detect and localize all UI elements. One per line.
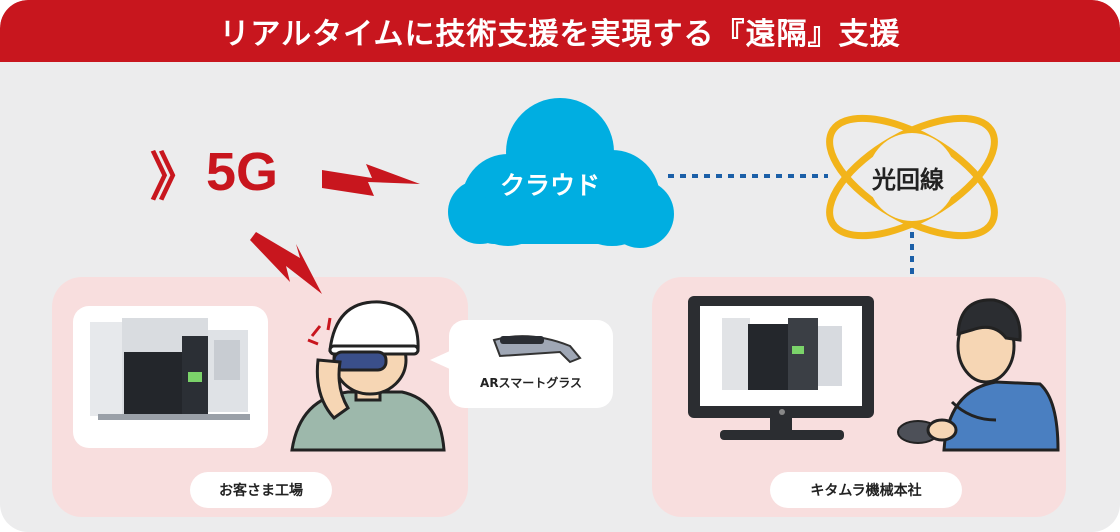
ar-glasses-icon bbox=[494, 336, 580, 362]
lightning-bolt-icon-diagonal bbox=[250, 232, 322, 294]
customer-site-label: お客さま工場 bbox=[190, 472, 332, 508]
monitor-illustration bbox=[688, 296, 874, 440]
worker-illustration bbox=[292, 302, 444, 450]
five-g-text: 5G bbox=[206, 141, 278, 203]
cloud-label: クラウド bbox=[480, 166, 620, 202]
ar-glasses-label: ARスマートグラス bbox=[449, 374, 613, 391]
office-worker-illustration bbox=[898, 300, 1058, 450]
five-g-label: 》 5G bbox=[150, 137, 278, 207]
five-g-chevron-icon: 》 bbox=[150, 135, 188, 210]
fiber-label: 光回線 bbox=[838, 160, 978, 195]
machining-center-image bbox=[90, 318, 250, 420]
hq-site-label: キタムラ機械本社 bbox=[770, 472, 962, 508]
lightning-bolt-icon-horizontal bbox=[322, 164, 420, 196]
